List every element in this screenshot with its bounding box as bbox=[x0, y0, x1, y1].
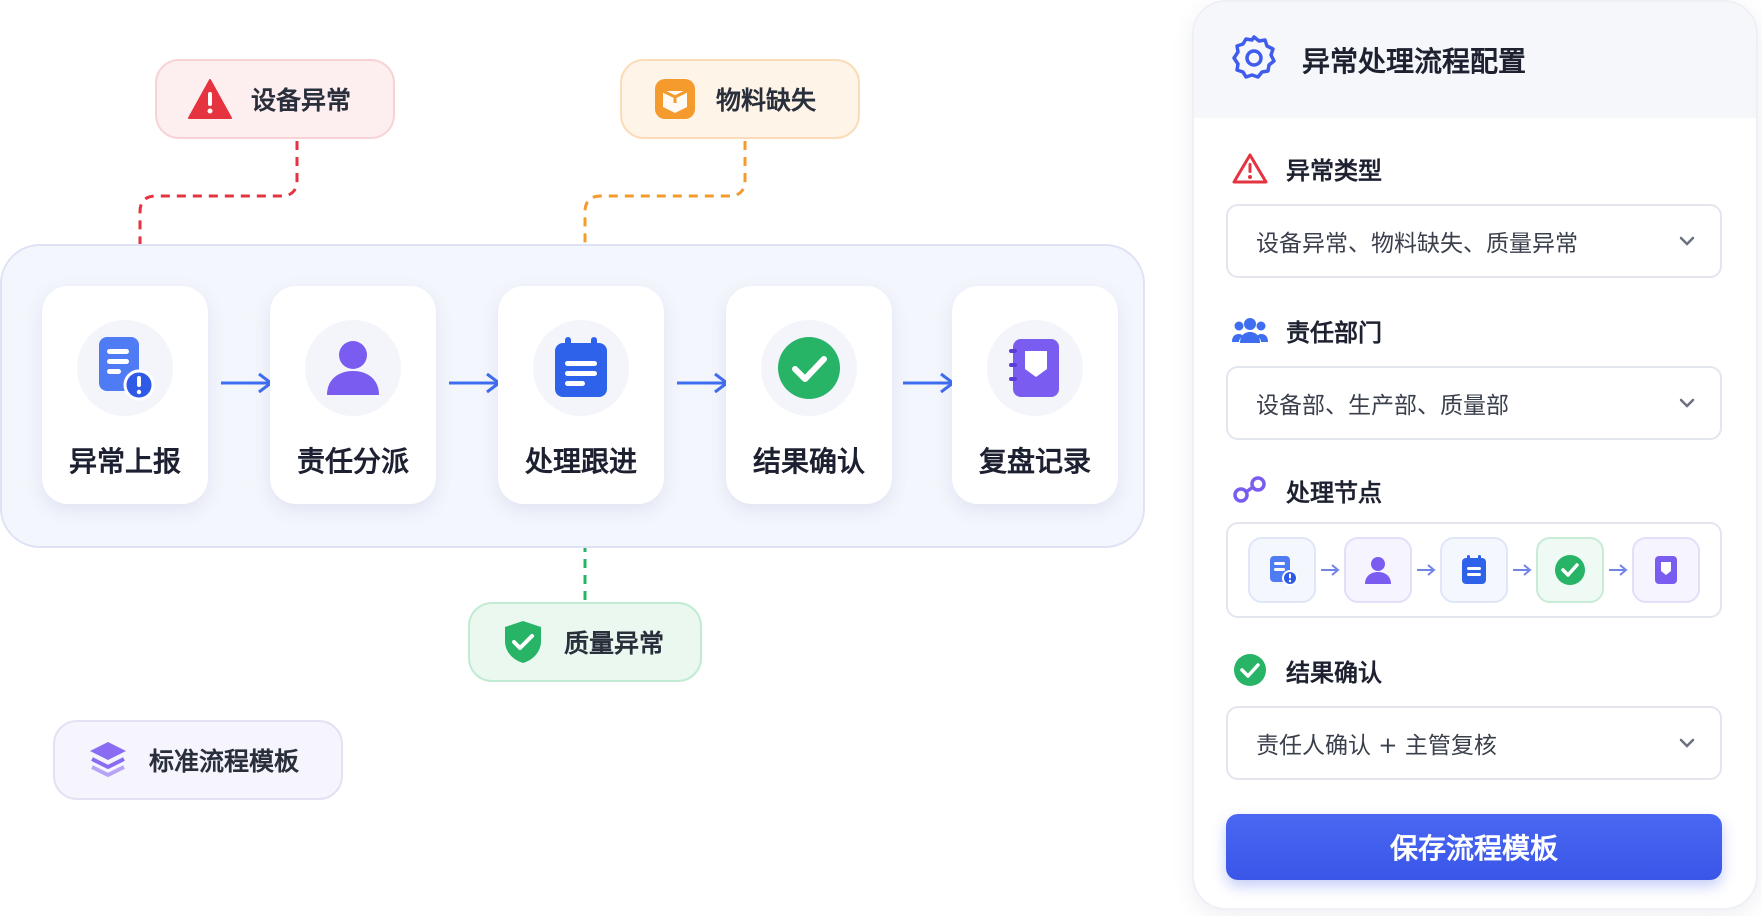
chevron-down-icon bbox=[1679, 398, 1695, 408]
department-label: 责任部门 bbox=[1230, 310, 1382, 350]
panel-title: 异常处理流程配置 bbox=[1302, 45, 1527, 78]
step-report[interactable]: 异常上报 bbox=[42, 286, 208, 504]
step-label: 结果确认 bbox=[752, 445, 865, 478]
result-confirm-select[interactable]: 责任人确认 + 主管复核 bbox=[1226, 706, 1722, 780]
node-review[interactable] bbox=[1632, 537, 1700, 603]
nodes-link-icon bbox=[1230, 470, 1270, 510]
department-select[interactable]: 设备部、生产部、质量部 bbox=[1226, 366, 1722, 440]
flow-arrow-icon bbox=[449, 372, 502, 394]
node-follow-up[interactable] bbox=[1440, 537, 1508, 603]
check-icon bbox=[761, 320, 857, 416]
department-value: 设备部、生产部、质量部 bbox=[1256, 393, 1509, 419]
step-confirm[interactable]: 结果确认 bbox=[726, 286, 892, 504]
warning-outline-icon bbox=[1230, 148, 1270, 188]
step-label: 复盘记录 bbox=[978, 445, 1091, 478]
equipment-anomaly-label: 设备异常 bbox=[251, 86, 352, 115]
panel-header: 异常处理流程配置 bbox=[1194, 2, 1756, 118]
chevron-down-icon bbox=[1679, 738, 1695, 748]
box-icon bbox=[652, 76, 698, 122]
step-label: 异常上报 bbox=[68, 445, 181, 478]
result-confirm-label: 结果确认 bbox=[1230, 650, 1382, 690]
team-icon bbox=[1230, 310, 1270, 350]
anomaly-type-select[interactable]: 设备异常、物料缺失、质量异常 bbox=[1226, 204, 1722, 278]
process-nodes-strip bbox=[1226, 522, 1722, 618]
node-arrow-icon bbox=[1412, 562, 1440, 578]
check-icon bbox=[1555, 555, 1585, 585]
node-report[interactable] bbox=[1248, 537, 1316, 603]
quality-anomaly-label: 质量异常 bbox=[564, 629, 665, 658]
step-review[interactable]: 复盘记录 bbox=[952, 286, 1118, 504]
clipboard-icon bbox=[1462, 555, 1486, 584]
clipboard-icon bbox=[533, 320, 629, 416]
check-circle-icon bbox=[1230, 650, 1270, 690]
result-confirm-value: 责任人确认 + 主管复核 bbox=[1256, 733, 1497, 759]
report-icon bbox=[1270, 556, 1298, 586]
material-missing-tag[interactable]: 物料缺失 bbox=[620, 59, 860, 139]
user-icon bbox=[305, 320, 401, 416]
anomaly-type-label: 异常类型 bbox=[1230, 148, 1382, 188]
anomaly-type-value: 设备异常、物料缺失、质量异常 bbox=[1256, 231, 1578, 257]
standard-template-label: 标准流程模板 bbox=[149, 747, 300, 776]
quality-anomaly-tag[interactable]: 质量异常 bbox=[468, 602, 702, 682]
notebook-icon bbox=[1655, 556, 1677, 584]
user-icon bbox=[1365, 557, 1391, 584]
node-confirm[interactable] bbox=[1536, 537, 1604, 603]
step-follow-up[interactable]: 处理跟进 bbox=[498, 286, 664, 504]
shield-check-icon bbox=[500, 619, 546, 665]
standard-template-tag[interactable]: 标准流程模板 bbox=[53, 720, 343, 800]
node-arrow-icon bbox=[1508, 562, 1536, 578]
layers-icon bbox=[85, 737, 131, 783]
step-label: 处理跟进 bbox=[524, 445, 637, 478]
material-missing-label: 物料缺失 bbox=[716, 86, 817, 115]
report-icon bbox=[77, 320, 173, 416]
chevron-down-icon bbox=[1679, 236, 1695, 246]
node-arrow-icon bbox=[1316, 562, 1344, 578]
settings-gear-icon bbox=[1230, 34, 1278, 86]
node-arrow-icon bbox=[1604, 562, 1632, 578]
config-panel: 异常处理流程配置 异常类型 设备异常、物料缺失、质量异常 责任部门 设备部、生产… bbox=[1192, 0, 1758, 910]
flow-arrow-icon bbox=[221, 372, 274, 394]
save-template-button[interactable]: 保存流程模板 bbox=[1226, 814, 1722, 880]
flow-arrow-icon bbox=[903, 372, 956, 394]
equipment-anomaly-tag[interactable]: 设备异常 bbox=[155, 59, 395, 139]
process-flow: 异常上报 责任分派 处理跟进 结果确认 复盘记录 bbox=[0, 244, 1145, 548]
step-assign[interactable]: 责任分派 bbox=[270, 286, 436, 504]
step-label: 责任分派 bbox=[296, 445, 409, 478]
process-nodes-label: 处理节点 bbox=[1230, 470, 1382, 510]
flow-arrow-icon bbox=[677, 372, 730, 394]
warning-icon bbox=[187, 76, 233, 122]
node-assign[interactable] bbox=[1344, 537, 1412, 603]
notebook-icon bbox=[987, 320, 1083, 416]
